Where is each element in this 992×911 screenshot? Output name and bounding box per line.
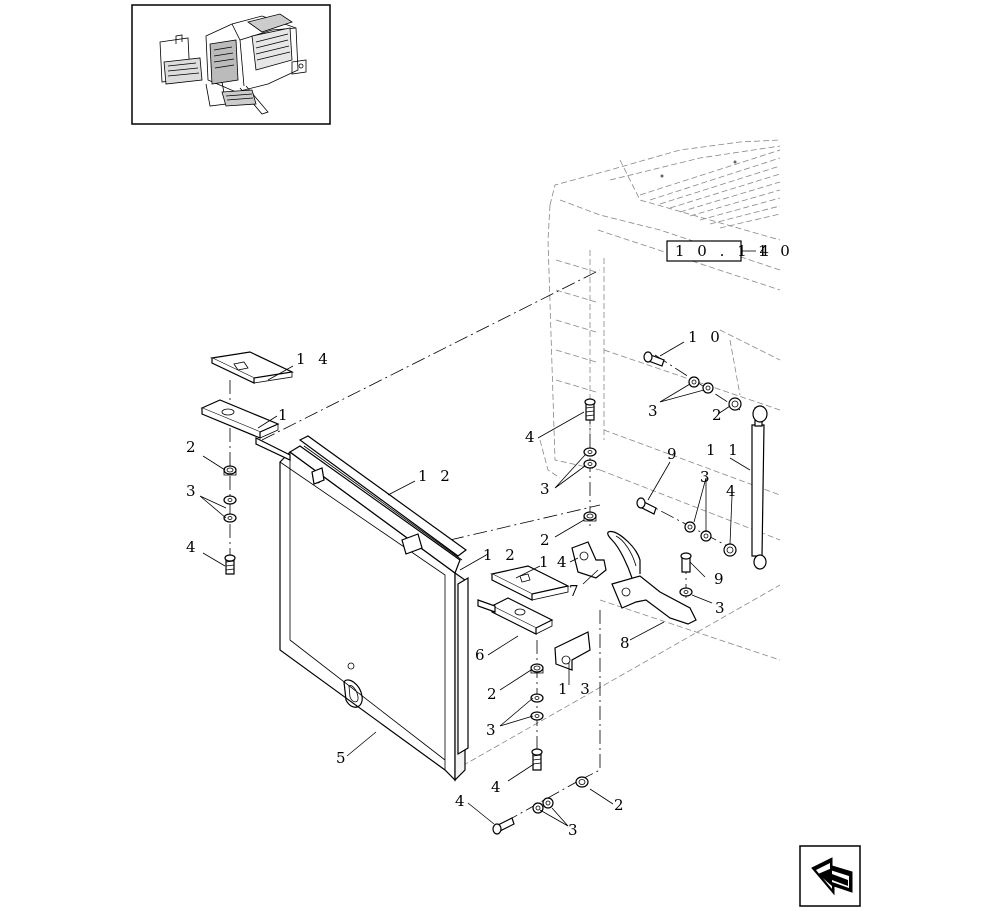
door-panel[interactable] bbox=[279, 445, 466, 782]
washer-icon bbox=[702, 382, 714, 394]
callout-1: 1 bbox=[539, 553, 553, 571]
hinge-plate-upper bbox=[200, 399, 291, 461]
thumbnail-machine-sketch bbox=[159, 13, 307, 115]
nut-icon bbox=[575, 776, 589, 788]
callout-13: 1 3 bbox=[558, 680, 594, 698]
bolt-icon bbox=[584, 398, 596, 421]
bolt-icon bbox=[636, 497, 657, 515]
bolt-icon bbox=[224, 554, 236, 575]
callout-12: 1 2 bbox=[418, 467, 454, 485]
callout-9: 9 bbox=[714, 570, 728, 588]
callout-2: 2 bbox=[540, 531, 554, 549]
callout-2: 2 bbox=[614, 796, 628, 814]
callout-3: 3 bbox=[540, 480, 554, 498]
nut-icon bbox=[728, 397, 742, 411]
bracket-13 bbox=[554, 631, 591, 671]
seal-strip-lower bbox=[457, 576, 469, 756]
callout-4: 4 bbox=[455, 792, 469, 810]
next-page-arrow-icon bbox=[811, 857, 853, 896]
callout-4: 4 bbox=[726, 482, 740, 500]
bolt-icon bbox=[531, 748, 543, 771]
door-handle-icon[interactable] bbox=[343, 662, 363, 708]
nut-icon bbox=[530, 663, 544, 674]
callout-4: 4 bbox=[525, 428, 539, 446]
washer-icon bbox=[530, 711, 544, 721]
seal-strip-upper bbox=[298, 435, 468, 561]
reference-box[interactable]: 1 0 . 1 4 1 0 bbox=[666, 240, 794, 262]
washer-icon bbox=[542, 797, 554, 809]
washer-icon bbox=[583, 459, 597, 469]
callout-4: 4 bbox=[557, 553, 571, 571]
callout-7: 7 bbox=[569, 582, 583, 600]
callout-14: 1 4 bbox=[296, 350, 332, 368]
washer-icon bbox=[223, 495, 237, 505]
callout-4: 4 bbox=[491, 778, 505, 796]
leader-lines bbox=[199, 341, 751, 827]
callout-6: 6 bbox=[475, 646, 489, 664]
overview-thumbnail[interactable] bbox=[131, 4, 331, 125]
callout-1: 1 bbox=[278, 406, 292, 424]
callout-3: 3 bbox=[568, 821, 582, 839]
bolt-icon bbox=[492, 817, 515, 835]
callout-5: 5 bbox=[336, 749, 350, 767]
washer-icon bbox=[583, 447, 597, 457]
callout-8: 8 bbox=[620, 634, 634, 652]
lever-bracket-8 bbox=[607, 530, 697, 625]
callout-3: 3 bbox=[715, 599, 729, 617]
callout-2: 2 bbox=[487, 685, 501, 703]
callout-2: 2 bbox=[712, 406, 726, 424]
hinge-shim-upper bbox=[209, 351, 295, 384]
washer-icon bbox=[684, 521, 696, 533]
callout-2: 2 bbox=[186, 438, 200, 456]
next-page-button[interactable] bbox=[799, 845, 861, 907]
callout-4: 4 bbox=[186, 538, 200, 556]
washer-icon bbox=[223, 513, 237, 523]
roof-vent-grille bbox=[639, 149, 781, 229]
reference-suffix: 1 0 bbox=[758, 242, 794, 260]
washer-icon bbox=[530, 693, 544, 703]
reference-label: 1 0 . 1 4 bbox=[675, 242, 773, 260]
callout-9: 9 bbox=[667, 445, 681, 463]
nut-icon bbox=[723, 543, 737, 557]
hinge-shim-lower bbox=[490, 565, 570, 601]
washer-icon bbox=[700, 530, 712, 542]
callout-3: 3 bbox=[648, 402, 662, 420]
bolt-icon bbox=[680, 552, 692, 573]
nut-icon bbox=[223, 465, 237, 476]
fasteners bbox=[223, 351, 742, 835]
gas-strut bbox=[751, 405, 768, 570]
bracket-7 bbox=[571, 541, 607, 579]
callout-11: 1 1 bbox=[706, 441, 742, 459]
callout-labels: 1 4 1 2 3 4 1 2 1 2 1 6 2 3 4 5 1 3 4 7 … bbox=[186, 328, 742, 839]
callout-3: 3 bbox=[700, 468, 714, 486]
callout-10: 1 0 bbox=[688, 328, 724, 346]
washer-icon bbox=[679, 587, 693, 597]
bolt-icon bbox=[643, 351, 665, 367]
washer-icon bbox=[532, 802, 544, 814]
callout-12: 1 2 bbox=[483, 546, 519, 564]
nut-icon bbox=[583, 511, 597, 522]
washer-icon bbox=[688, 376, 700, 388]
hinge-plate-lower bbox=[477, 597, 554, 635]
callout-3: 3 bbox=[486, 721, 500, 739]
callout-3: 3 bbox=[186, 482, 200, 500]
